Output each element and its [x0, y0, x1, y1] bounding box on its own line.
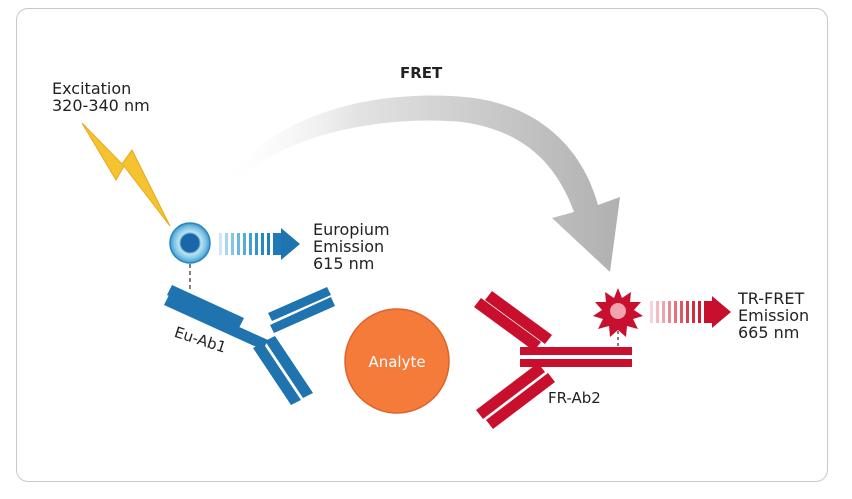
europium-line-3: 615 nm [313, 254, 375, 273]
europium-line-2: Emission [313, 237, 385, 256]
europium-donor-icon [169, 222, 211, 290]
trfret-line-2: Emission [738, 306, 810, 325]
excitation-line-1: Excitation [52, 79, 132, 98]
eu-ab1-antibody [164, 285, 335, 405]
analyte-label: Analyte [368, 353, 425, 371]
fret-label: FRET [400, 64, 443, 82]
fr-ab2-antibody [474, 291, 632, 429]
acceptor-starburst-icon [593, 288, 643, 347]
trfret-emission-arrow [650, 296, 731, 328]
fr-ab2-label: FR-Ab2 [548, 389, 601, 407]
europium-emission-arrow [219, 228, 300, 260]
trfret-emission-label: TR-FRET Emission 665 nm [738, 290, 809, 341]
europium-line-1: Europium [313, 220, 390, 239]
fret-arrow [215, 95, 620, 272]
lightning-icon [81, 122, 171, 227]
excitation-label: Excitation 320-340 nm [52, 80, 150, 114]
trfret-line-1: TR-FRET [738, 289, 805, 308]
trfret-line-3: 665 nm [738, 323, 800, 342]
analyte: Analyte [344, 308, 450, 414]
diagram-frame [16, 8, 828, 482]
europium-emission-label: Europium Emission 615 nm [313, 221, 390, 272]
excitation-line-2: 320-340 nm [52, 96, 150, 115]
